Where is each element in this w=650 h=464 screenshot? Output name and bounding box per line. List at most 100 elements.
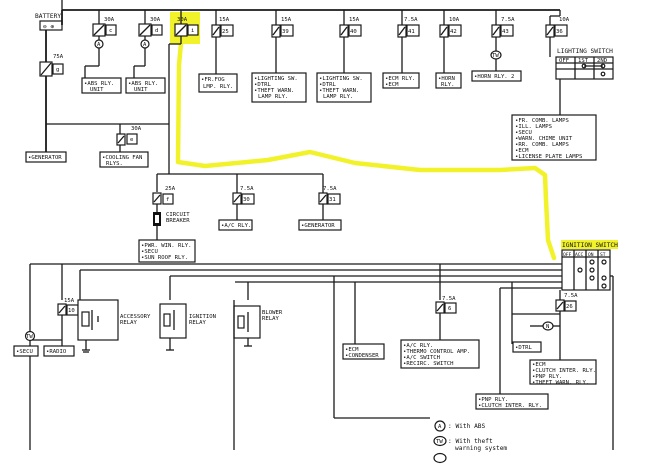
ecm-condenser-line1: •ECM [345, 347, 359, 353]
battery-label: BATTERY [35, 13, 61, 20]
fr-fog-line2: LMP. RLY. [203, 84, 233, 90]
svg-text:30A: 30A [131, 126, 142, 132]
svg-text:1ST: 1ST [578, 58, 589, 64]
accessory-relay-line1: ACCESSORY [120, 314, 151, 320]
ac-thermo-line4: •RECIRC. SWITCH [403, 361, 454, 367]
generator-label: •GENERATOR [28, 155, 62, 161]
pnp-clutch-line2: •CLUTCH INTER. RLY. [478, 403, 542, 409]
legend-theft-text: : With theft warning system [448, 438, 507, 452]
horn2-label-box [471, 70, 522, 82]
lamps-line4: •WARN. CHIME UNIT [515, 136, 573, 142]
ignition-relay-line2: RELAY [189, 320, 206, 326]
abs-unit2-line2: UNIT [134, 87, 148, 93]
fuse-e: 30A e [116, 124, 142, 152]
circuit-breaker-line1: CIRCUIT [166, 212, 190, 218]
ac-rly-label-box [218, 219, 253, 231]
dtrl-label: •DTRL [515, 345, 532, 351]
blower-relay [233, 282, 261, 450]
generator-label-box [25, 151, 67, 163]
secu-label: •SECU [16, 349, 33, 355]
svg-text:6: 6 [448, 306, 451, 312]
lighting1-line2: •DTRL [254, 82, 271, 88]
svg-text:A: A [143, 42, 147, 48]
ac-thermo-line2: •THERMO CONTROL AMP. [403, 349, 470, 355]
battery-terminals: ⊖ ⊕ [43, 24, 54, 31]
lighting2-label-box [316, 72, 372, 103]
svg-text:36: 36 [556, 29, 563, 35]
fuse-d-amp: 30A [150, 17, 161, 23]
svg-text:N: N [546, 324, 549, 330]
ac-thermo-line3: •A/C SWITCH [403, 355, 440, 361]
accessory-relay [77, 270, 119, 353]
cooling-fan-line2: RLYS. [106, 161, 123, 167]
lamps-line3: •SECU [515, 130, 532, 136]
fuse-39: 39 15A [271, 10, 294, 73]
svg-text:ON: ON [588, 252, 594, 258]
fuse-i-amp: 30A [177, 17, 188, 23]
abs-unit2-line1: •ABS RLY. [128, 81, 158, 87]
fuse-g: 75A g [39, 54, 64, 77]
generator2-label-box [298, 219, 342, 231]
svg-text:7.5A: 7.5A [323, 186, 337, 192]
horn2-label: •HORN RLY. 2 [474, 74, 514, 80]
svg-text:ST: ST [600, 252, 606, 258]
svg-text:OFF: OFF [563, 252, 572, 258]
fuse-d-id: d [155, 28, 158, 34]
ecm-condenser-label-box [342, 343, 385, 360]
fuse-42: 42 10A [439, 10, 462, 73]
svg-text:10A: 10A [449, 17, 460, 23]
horn-label-box [435, 72, 462, 89]
svg-text:10: 10 [68, 308, 75, 314]
lighting-switch-title: LIGHTING SWITCH [557, 48, 613, 55]
svg-text:30: 30 [243, 197, 250, 203]
legend-abs-text: : With ABS [448, 423, 486, 430]
svg-text:25A: 25A [165, 186, 176, 192]
abs-unit-label-box [81, 77, 122, 94]
ignition-switch-title-highlight [561, 240, 618, 249]
secu-label-box [13, 345, 39, 357]
svg-text:25: 25 [222, 29, 229, 35]
blower-relay-line2: RELAY [262, 316, 279, 322]
svg-text:75A: 75A [53, 54, 64, 60]
svg-text:15A: 15A [281, 17, 292, 23]
svg-text:e: e [130, 137, 134, 143]
fuse-36: 36 10A [545, 10, 570, 57]
fuse-f: 25A f [152, 174, 176, 240]
lighting1-line4: LAMP RLY. [258, 94, 288, 100]
lighting2-line2: •DTRL [319, 82, 336, 88]
lighting1-line1: •LIGHTING SW. [254, 76, 298, 82]
svg-text:7.5A: 7.5A [404, 17, 418, 23]
pwr-win-line2: •SECU [141, 249, 158, 255]
svg-text:7.5A: 7.5A [501, 17, 515, 23]
lamps-line6: •ECM [515, 148, 529, 154]
svg-text:7.5A: 7.5A [564, 293, 578, 299]
ecm-rly-label-box [382, 72, 420, 89]
horn-line1: •HORN [438, 76, 455, 82]
svg-text:41: 41 [408, 29, 415, 35]
cooling-fan-line1: •COOLING FAN [102, 155, 142, 161]
ecm-clutch-label-box [529, 359, 597, 385]
svg-text:ACC: ACC [575, 252, 584, 258]
ac-thermo-line1: •A/C RLY. [403, 343, 433, 349]
lighting1-label-box [251, 72, 307, 103]
legend: A : With ABS TW : With theft warning sys… [433, 420, 507, 464]
ecm-rly-line1: •ECM RLY. [385, 76, 415, 82]
svg-text:10A: 10A [559, 17, 570, 23]
ignition-switch-title: IGNITION SWITCH [562, 242, 618, 249]
radio-label: •RADIO [46, 349, 67, 355]
fuse-41: 41 7.5A [397, 10, 420, 73]
ignition-relay-line1: IGNITION [189, 314, 216, 320]
pnp-clutch-label-box [475, 393, 549, 410]
accessory-relay-line2: RELAY [120, 320, 137, 326]
circuit-breaker-line2: BREAKER [166, 218, 190, 224]
svg-text:2ND: 2ND [597, 58, 608, 64]
ecm-rly-line2: •ECM [385, 82, 399, 88]
radio-label-box [43, 345, 75, 357]
svg-text:26: 26 [566, 304, 573, 310]
fr-fog-line1: •FR.FOG [201, 77, 225, 83]
fuse-31: 7.5A 31 [318, 174, 341, 220]
horn-line2: RLY. [441, 82, 454, 88]
svg-text:7.5A: 7.5A [442, 296, 456, 302]
ecm-clutch-line4: •THEFT WARN. RLY. [532, 380, 589, 386]
